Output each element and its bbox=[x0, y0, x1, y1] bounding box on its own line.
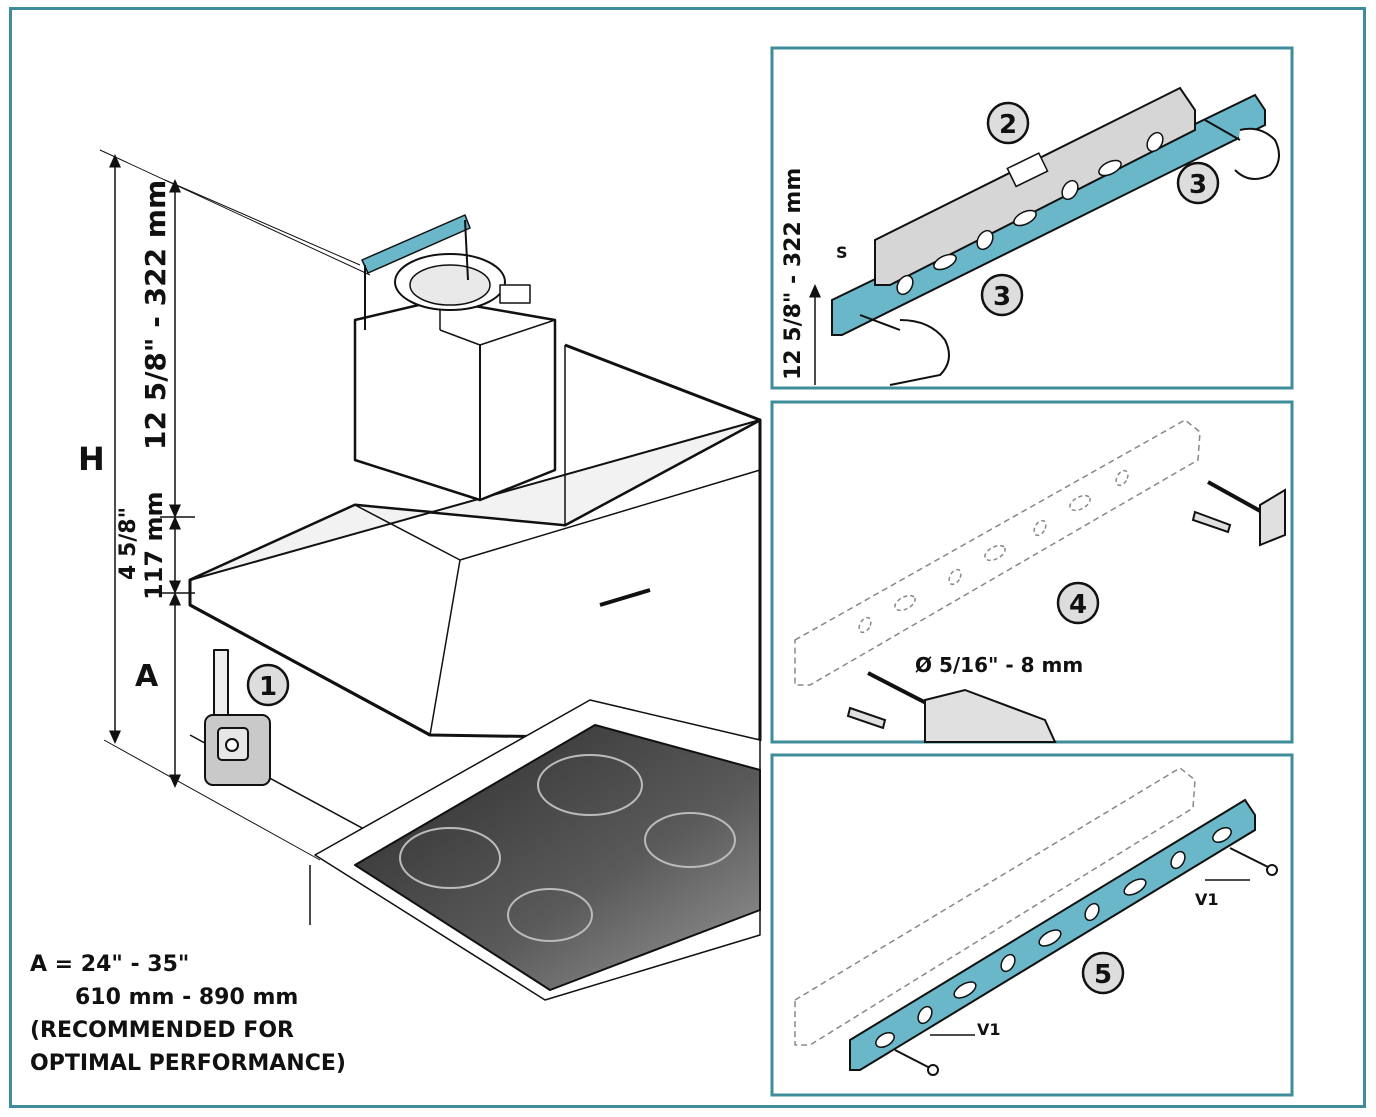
cooktop-icon bbox=[354, 724, 761, 991]
step-3-badge bbox=[1176, 161, 1220, 205]
ceiling-ref-line bbox=[99, 149, 371, 276]
label-A: A bbox=[135, 659, 159, 694]
screw-icon bbox=[894, 1049, 931, 1069]
panel1-dim-label: 12 5/8" - 322 mm bbox=[781, 168, 806, 380]
step-3-number: 3 bbox=[993, 282, 1011, 312]
step-3-number: 3 bbox=[1189, 170, 1207, 200]
hand-icon bbox=[859, 314, 950, 386]
tape-measure-icon bbox=[204, 649, 271, 786]
step-5-number: 5 bbox=[1094, 960, 1112, 990]
step-5-badge bbox=[1081, 951, 1125, 995]
hood-illustration bbox=[99, 149, 762, 1001]
dimension-lines bbox=[109, 154, 195, 788]
burner bbox=[537, 754, 643, 816]
floor-ref-line bbox=[103, 739, 321, 861]
screw-label: V1 bbox=[977, 1020, 1001, 1039]
hand-icon bbox=[1204, 119, 1280, 180]
dim-upper-label: 12 5/8" - 322 mm bbox=[139, 180, 172, 450]
note-line-1: A = 24" - 35" bbox=[30, 952, 190, 977]
panel-leveling: 12 5/8" - 322 mm S 2 3 3 bbox=[770, 46, 1294, 390]
dim-lower-bottom-label: 117 mm bbox=[140, 492, 168, 600]
step-2-badge bbox=[986, 101, 1030, 145]
panel-fixing: V1 V1 5 bbox=[770, 753, 1294, 1097]
screw-label: V1 bbox=[1195, 890, 1219, 909]
step-1-badge: 1 bbox=[246, 663, 290, 707]
step-4-badge bbox=[1056, 581, 1100, 625]
drill-icon bbox=[1259, 488, 1286, 547]
step-3-badge bbox=[980, 273, 1024, 317]
bracket-outline bbox=[794, 419, 1201, 686]
step-4-number: 4 bbox=[1069, 590, 1087, 620]
step-1-number: 1 bbox=[259, 672, 277, 702]
burner bbox=[507, 888, 593, 942]
label-H: H bbox=[78, 440, 105, 478]
note-line-3: (RECOMMENDED FOR bbox=[30, 1018, 294, 1043]
wall-plug-icon bbox=[1191, 510, 1232, 534]
screw-icon bbox=[1229, 847, 1271, 869]
burner bbox=[644, 812, 736, 868]
bracket-outline bbox=[794, 767, 1196, 1046]
step-2-number: 2 bbox=[999, 110, 1017, 140]
dim-lower-top-label: 4 5/8" bbox=[116, 507, 141, 580]
burner bbox=[399, 827, 501, 889]
spirit-level-icon bbox=[874, 86, 1196, 286]
drill-size-label: Ø 5/16" - 8 mm bbox=[915, 653, 1083, 677]
height-note: A = 24" - 35" 610 mm - 890 mm (RECOMMEND… bbox=[30, 948, 346, 1080]
panel-drilling: 4 Ø 5/16" - 8 mm bbox=[770, 400, 1294, 744]
outer-frame bbox=[9, 7, 1366, 1108]
wall-plug-icon bbox=[846, 706, 887, 730]
bracket-strip bbox=[831, 93, 1266, 336]
label-S: S bbox=[836, 243, 848, 262]
drill-icon bbox=[924, 688, 1057, 743]
note-line-4: OPTIMAL PERFORMANCE) bbox=[30, 1051, 346, 1076]
note-line-2: 610 mm - 890 mm bbox=[75, 985, 299, 1010]
